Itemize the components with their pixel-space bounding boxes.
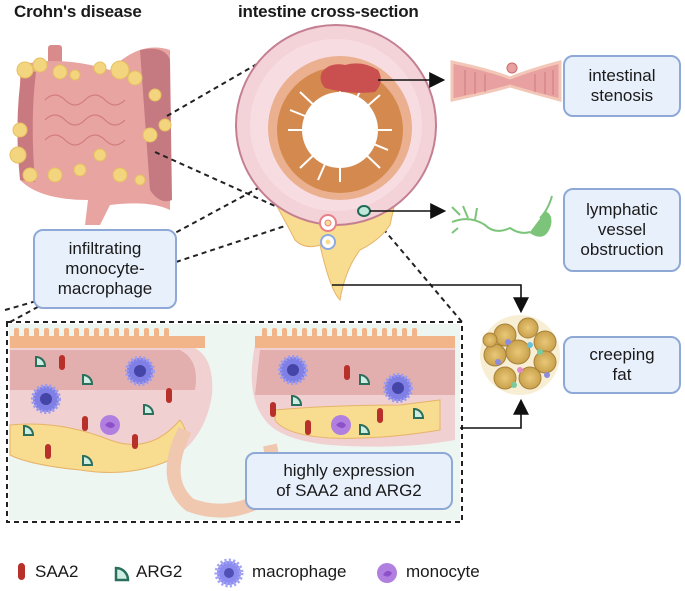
crohns-intestine-illustration <box>9 45 172 225</box>
box-line: highly expression <box>283 461 415 480</box>
box-line: monocyte- <box>65 259 145 278</box>
intestine-cross-section <box>235 24 437 302</box>
box-line: infiltrating <box>68 239 142 258</box>
box-line: obstruction <box>580 240 664 259</box>
legend-item-monocyte: monocyte <box>406 562 480 582</box>
box-line: lymphatic <box>586 200 658 219</box>
cross-section-title: intestine cross-section <box>238 2 419 21</box>
box-line: stenosis <box>590 86 654 105</box>
arg2-icon <box>114 566 130 582</box>
arg2-markers <box>23 355 425 466</box>
box-line: of SAA2 and ARG2 <box>276 481 422 500</box>
lymphatic-vessel-illustration <box>451 195 553 237</box>
legend-label: ARG2 <box>136 562 183 581</box>
saa2-icon <box>18 563 25 580</box>
legend-item-saa2: SAA2 <box>35 562 78 582</box>
stenosis-illustration <box>450 60 562 102</box>
monocyte-icon <box>377 563 397 583</box>
legend-icons <box>18 558 397 588</box>
box-line: creeping <box>589 345 655 364</box>
creeping-fat-illustration <box>480 315 560 395</box>
villi-left <box>14 328 169 338</box>
crohns-disease-title: Crohn's disease <box>14 2 142 21</box>
legend-label: macrophage <box>252 562 347 581</box>
villi-right <box>262 328 417 338</box>
box-line: vessel <box>597 220 647 239</box>
box-line: fat <box>612 365 632 384</box>
macrophage-cells <box>31 355 413 414</box>
saa2-markers <box>45 355 383 459</box>
box-line: macrophage <box>57 279 153 298</box>
legend-label: SAA2 <box>35 562 79 581</box>
legend-item-macrophage: macrophage <box>252 562 347 582</box>
legend-label: monocyte <box>406 562 480 581</box>
macrophage-icon <box>214 558 244 588</box>
tissue-detail-panel <box>9 324 460 520</box>
legend-item-arg2: ARG2 <box>136 562 182 582</box>
box-line: intestinal <box>588 66 656 85</box>
monocyte-cells <box>100 415 351 435</box>
